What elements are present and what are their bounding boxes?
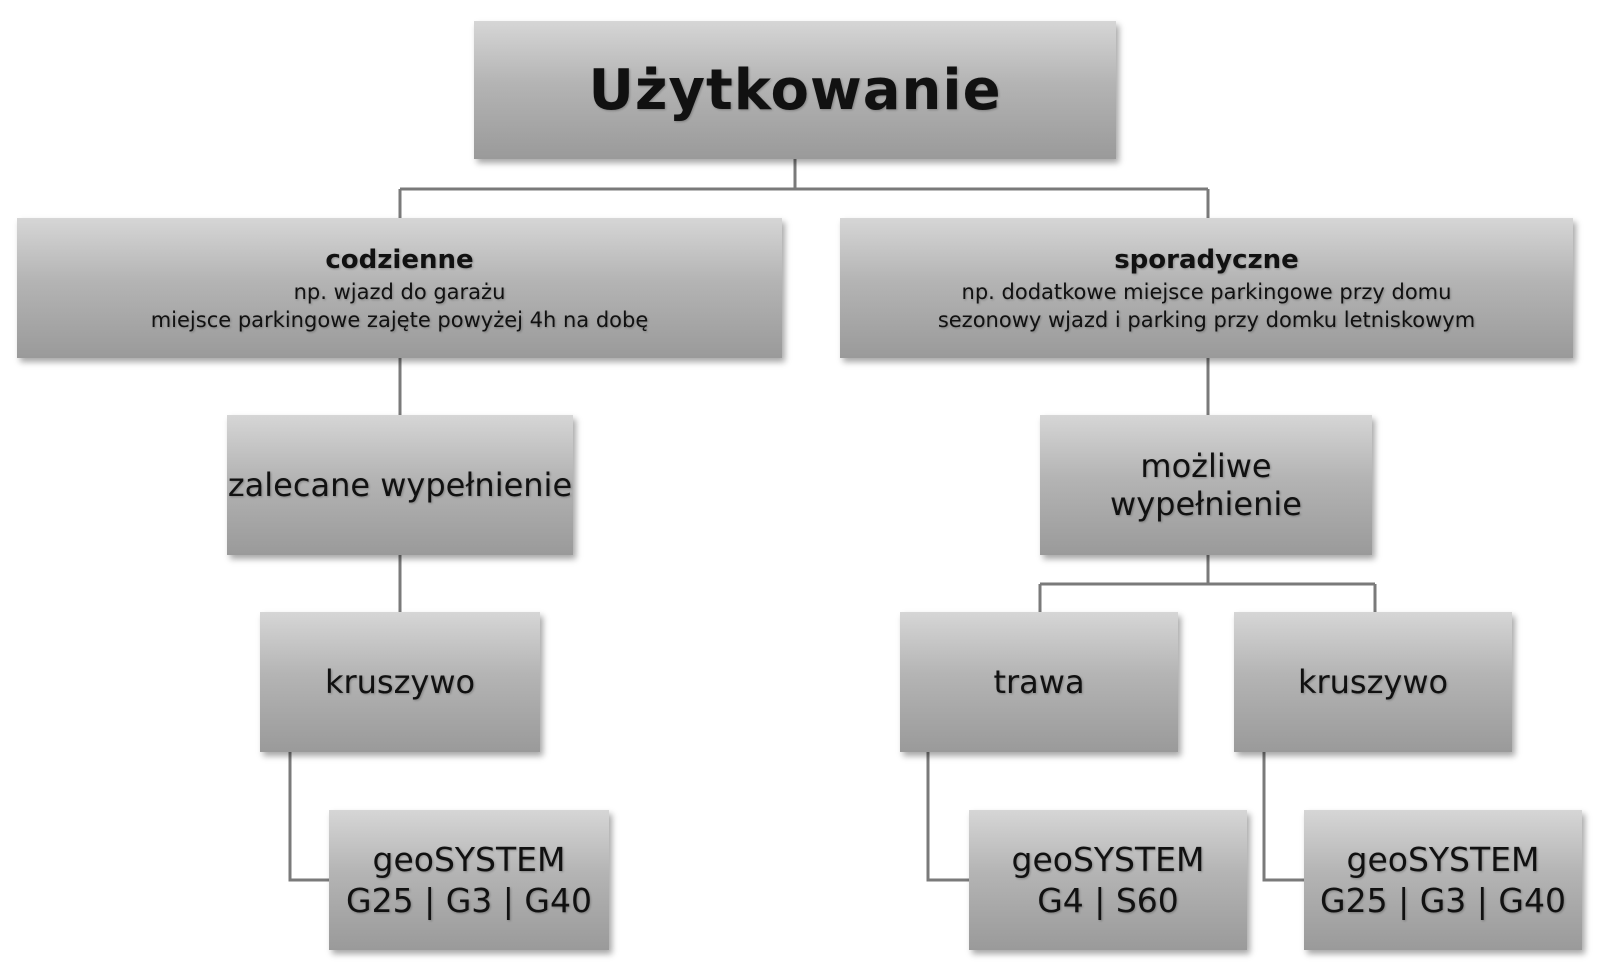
node-sporadyczne-line2: sezonowy wjazd i parking przy domku letn… (937, 308, 1476, 332)
product-brand: geoSYSTEM (1346, 840, 1540, 879)
node-trawa: trawa (900, 612, 1178, 752)
node-zalecane-wypelnienie: zalecane wypełnienie (227, 415, 573, 555)
node-trawa-label: trawa (993, 663, 1085, 701)
node-sporadyczne-heading: sporadyczne (1114, 245, 1299, 275)
connector-mozliwe-to-options (1038, 555, 1377, 612)
node-product-sporadyczne-kruszywo: geoSYSTEM G25 | G3 | G40 (1304, 810, 1582, 950)
node-kruszywo-codzienne-label: kruszywo (324, 663, 476, 701)
connector-trawa-to-product (926, 752, 969, 882)
root-title: Użytkowanie (588, 57, 1002, 123)
connector-kruszywo-to-product (288, 752, 329, 882)
node-mozliwe-wypelnienie: możliwe wypełnienie (1040, 415, 1372, 555)
root-node-uzytkowanie: Użytkowanie (474, 21, 1116, 159)
product-brand: geoSYSTEM (372, 840, 566, 879)
product-models: G4 | S60 (1037, 881, 1179, 920)
node-codzienne-line2: miejsce parkingowe zajęte powyżej 4h na … (150, 308, 649, 332)
node-mozliwe-label: możliwe wypełnienie (1110, 447, 1302, 523)
node-zalecane-label: zalecane wypełnienie (227, 466, 573, 504)
node-sporadyczne-line1: np. dodatkowe miejsce parkingowe przy do… (961, 280, 1452, 304)
node-product-trawa: geoSYSTEM G4 | S60 (969, 810, 1247, 950)
node-kruszywo-sporadyczne-label: kruszywo (1297, 663, 1449, 701)
product-models: G25 | G3 | G40 (1320, 881, 1566, 920)
node-codzienne: codzienne np. wjazd do garażu miejsce pa… (17, 218, 782, 358)
node-sporadyczne: sporadyczne np. dodatkowe miejsce parkin… (840, 218, 1573, 358)
node-codzienne-heading: codzienne (325, 245, 474, 275)
connector-root-to-categories (398, 159, 1210, 218)
product-brand: geoSYSTEM (1011, 840, 1205, 879)
node-product-codzienne-kruszywo: geoSYSTEM G25 | G3 | G40 (329, 810, 609, 950)
node-kruszywo-codzienne: kruszywo (260, 612, 540, 752)
connector-kruszywo2-to-product (1262, 752, 1304, 882)
product-models: G25 | G3 | G40 (346, 881, 592, 920)
node-kruszywo-sporadyczne: kruszywo (1234, 612, 1512, 752)
node-codzienne-line1: np. wjazd do garażu (293, 280, 506, 304)
